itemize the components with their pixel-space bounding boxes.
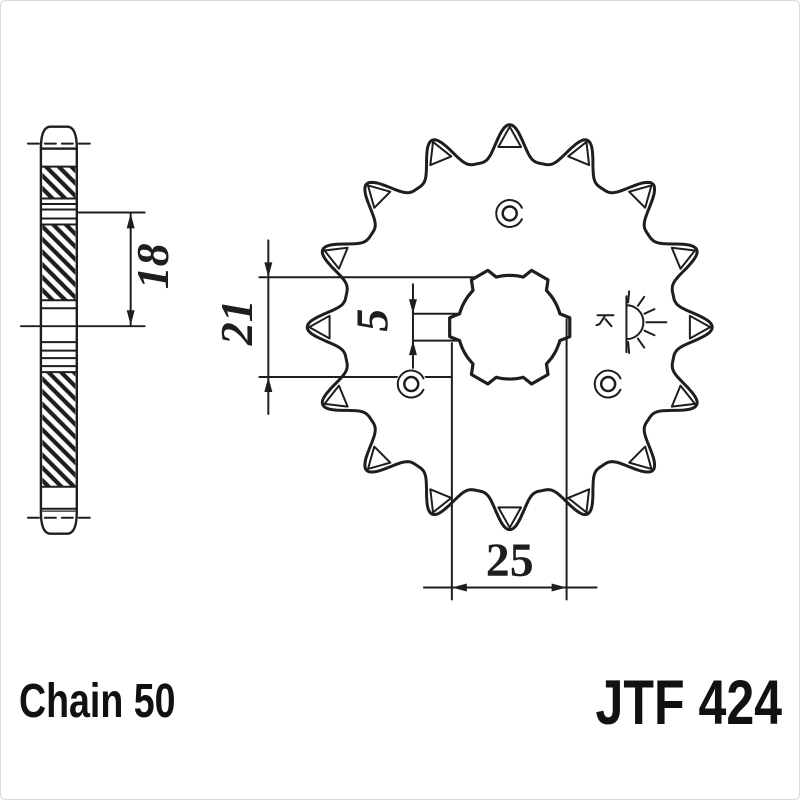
chain-size-label: Chain 50 <box>19 675 176 728</box>
dimension-18: 18 <box>19 211 178 328</box>
side-view-band-lines <box>39 165 78 510</box>
bolt-hole-inner <box>403 375 420 393</box>
side-view-top-cap <box>39 125 79 149</box>
tooth-tip-mark <box>567 488 591 514</box>
tooth-tip-marks <box>308 125 712 529</box>
tooth-tip-mark <box>670 384 696 408</box>
hatch-block <box>42 224 76 301</box>
bolt-hole-backing <box>494 198 526 229</box>
dimension-21: 21 <box>211 239 475 415</box>
dimension-label-25: 25 <box>486 534 534 587</box>
dimension-label-21: 21 <box>211 299 262 346</box>
side-view-hatch-blocks <box>42 166 76 487</box>
tooth-tip-mark <box>323 384 349 408</box>
bolt-hole-backing <box>395 368 427 400</box>
bolt-hole <box>593 369 622 399</box>
part-number-label: JTF 424 <box>596 668 783 738</box>
half-sun-arc <box>625 304 645 341</box>
tooth-tip-mark <box>308 314 331 340</box>
bolt-hole-backing <box>592 368 624 400</box>
dimension-arrow-up <box>126 213 135 229</box>
tooth-tip-mark <box>429 140 453 167</box>
dimension-arrow-down <box>264 262 273 278</box>
bolt-holes <box>395 198 624 400</box>
hatch-block <box>42 372 76 487</box>
dimension-arrow-up <box>264 377 273 393</box>
tooth-tip-mark <box>429 488 453 514</box>
tooth-tip-mark <box>688 314 712 340</box>
tooth-tip-mark <box>497 125 523 149</box>
tooth-tip-mark <box>670 246 696 270</box>
hardening-symbol <box>595 290 668 355</box>
tooth-tip-mark <box>628 184 653 209</box>
dimension-label-5: 5 <box>347 309 398 332</box>
bolt-hole-inner <box>501 205 518 222</box>
dimension-arrow-down <box>126 310 135 326</box>
tooth-tip-mark <box>567 140 591 167</box>
dimension-arrow-up <box>408 340 417 356</box>
hardening-mark <box>595 314 615 328</box>
bolt-hole-inner <box>599 375 617 393</box>
tooth-tip-mark <box>366 445 392 470</box>
side-view <box>26 125 91 535</box>
hatch-block <box>42 166 76 199</box>
dimension-label-18: 18 <box>127 243 178 289</box>
side-view-bottom-cap <box>39 511 79 535</box>
bolt-hole <box>495 199 523 228</box>
dimension-arrow-down <box>408 299 417 314</box>
dimension-arrow-left <box>451 583 467 592</box>
dimension-arrow-right <box>551 583 567 592</box>
bolt-hole <box>396 369 425 399</box>
tooth-tip-mark <box>366 184 392 209</box>
tooth-tip-mark <box>497 506 523 529</box>
dimension-5: 5 <box>347 283 461 370</box>
dimension-25: 25 <box>422 318 598 601</box>
tooth-tip-mark <box>323 246 349 270</box>
sun-rays <box>627 290 668 355</box>
tooth-tip-mark <box>628 445 653 470</box>
